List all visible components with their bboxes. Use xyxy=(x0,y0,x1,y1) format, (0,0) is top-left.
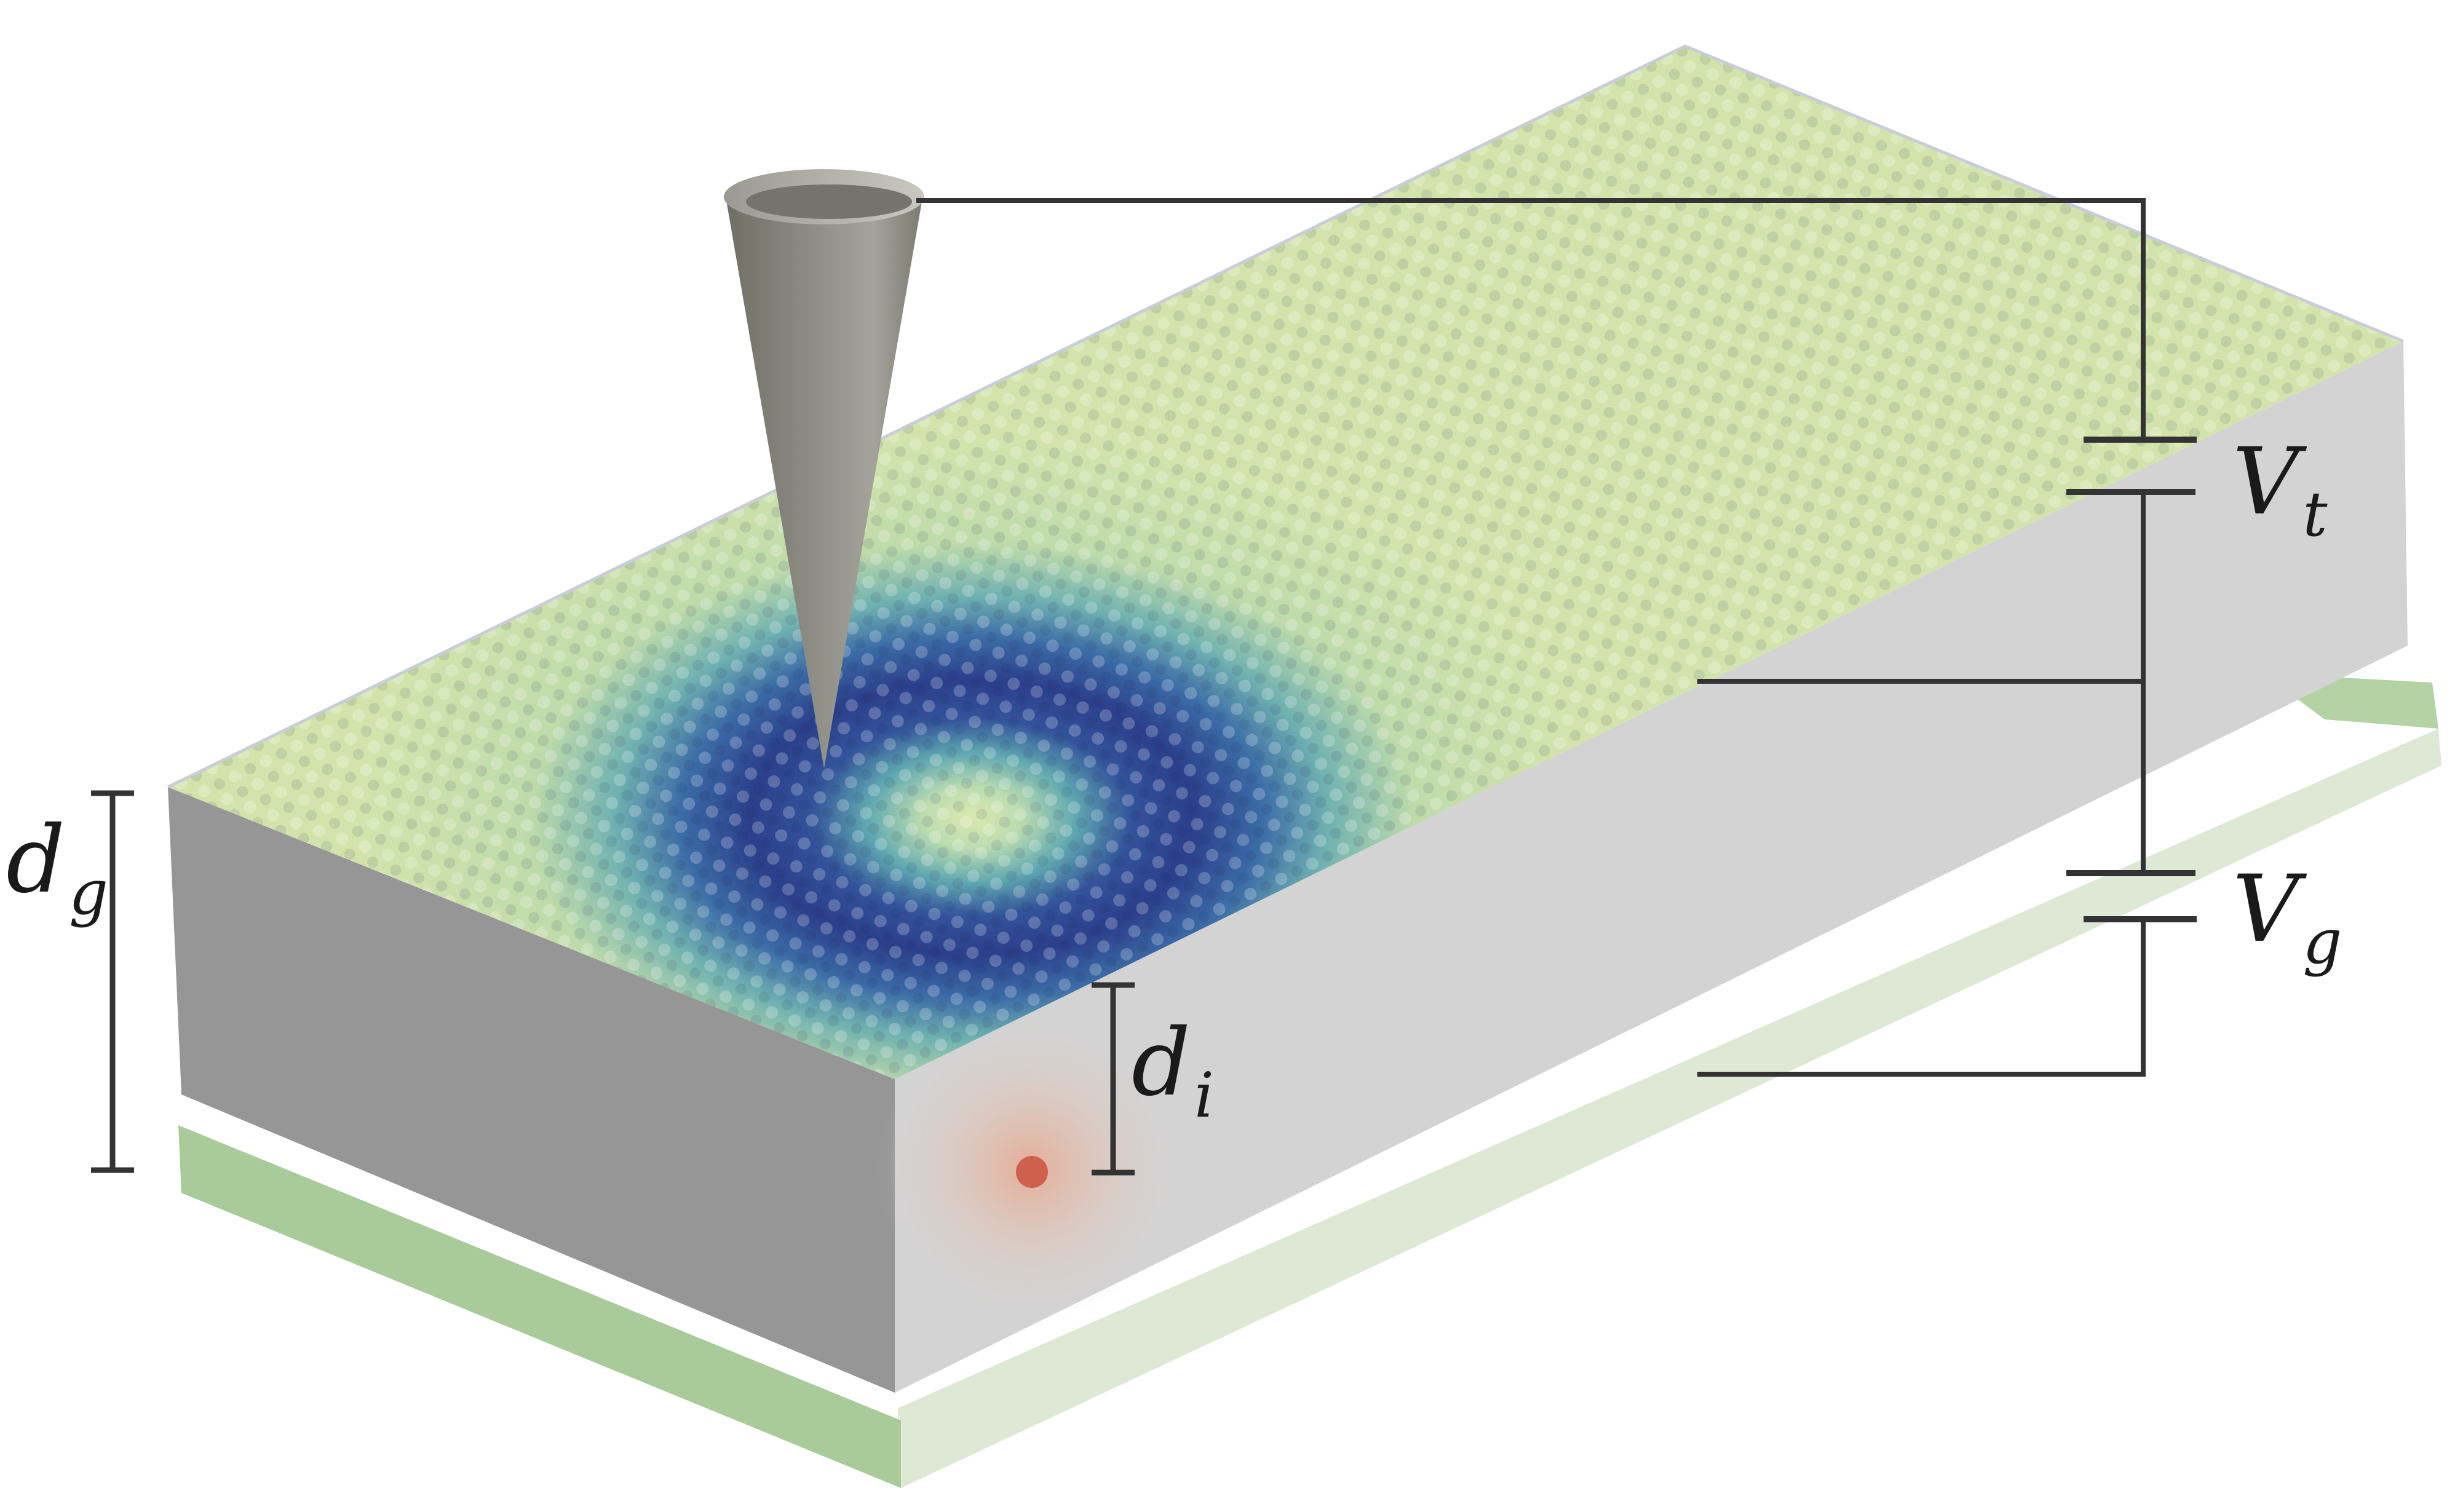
gate-distance-bar xyxy=(91,790,134,1173)
tip-voltage-label: Vt xyxy=(2232,429,2328,550)
impurity-distance-label: di xyxy=(1132,1010,1214,1131)
impurity-dot-icon xyxy=(1016,1156,1048,1188)
battery-tip-icon xyxy=(2066,437,2197,495)
battery-gate-icon xyxy=(2066,870,2197,922)
stm-tip-cone-icon xyxy=(724,169,924,769)
slab-left-face xyxy=(168,787,895,1393)
lattice-pattern xyxy=(168,46,2403,1079)
gate-distance-label: dg xyxy=(6,807,108,928)
slab-front-face xyxy=(895,341,2408,1393)
gate-voltage-label: Vg xyxy=(2232,856,2342,978)
gate-plate-front-edge xyxy=(178,1125,901,1488)
tip-wire xyxy=(916,198,2146,440)
gate-plate-right-edge xyxy=(898,729,2441,1488)
surface-outline xyxy=(167,44,2404,789)
gate-contact-wire xyxy=(1697,919,2146,1077)
impurity-distance-bar xyxy=(1092,982,1135,1176)
